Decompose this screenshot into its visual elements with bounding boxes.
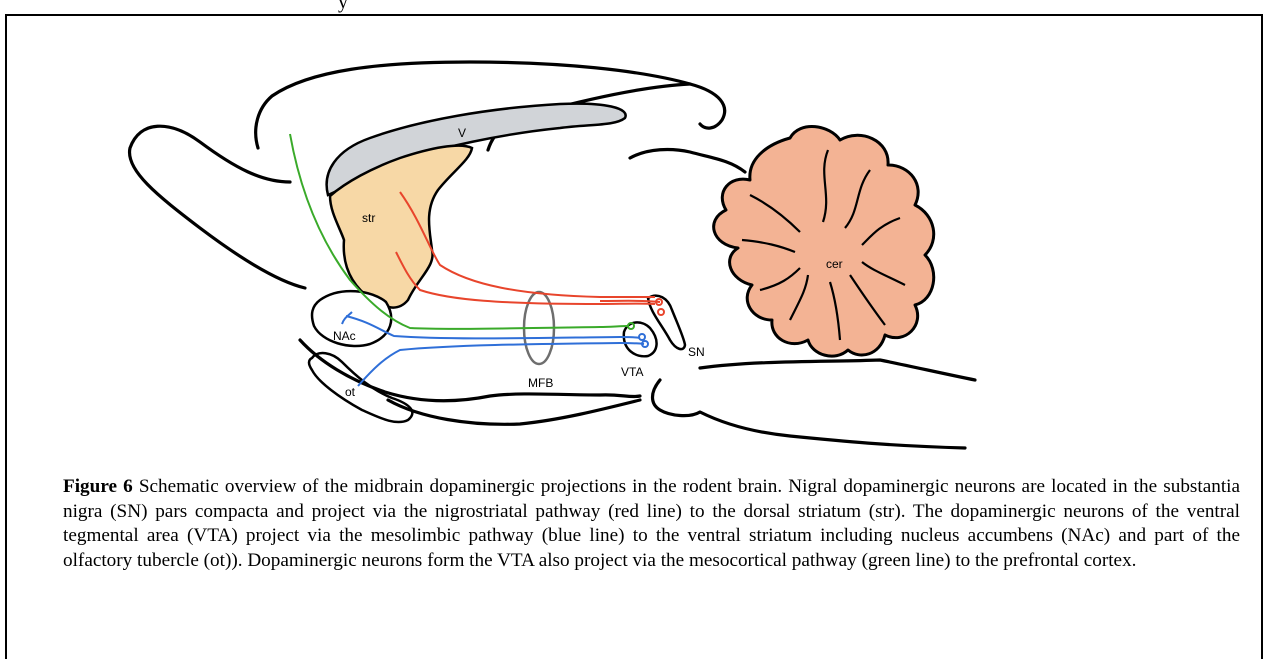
- sn-label: SN: [688, 345, 705, 359]
- nigrostriatal-pathway: [396, 192, 664, 315]
- caption-label: Figure 6: [63, 476, 133, 497]
- cerebellum: cer: [714, 126, 934, 356]
- basal-outline: [388, 400, 640, 424]
- striatum-label: str: [362, 211, 375, 225]
- vta-label: VTA: [621, 365, 643, 379]
- tectum-outline: [630, 150, 745, 172]
- nigrostriatal-line-1: [400, 192, 655, 297]
- ventral-brainstem-outline: [700, 360, 975, 380]
- mfb-label: MFB: [528, 376, 553, 390]
- mesolimbic-line-ot: [358, 343, 644, 386]
- brain-diagram: cer V str NAc ot VTA SN MFB: [0, 0, 1267, 470]
- caption-text: Schematic overview of the midbrain dopam…: [63, 476, 1240, 571]
- nigrostriatal-line-3: [600, 301, 660, 302]
- cerebellum-label: cer: [826, 257, 843, 271]
- olfactory-bulb-outline: [129, 126, 305, 288]
- figure-caption: Figure 6 Schematic overview of the midbr…: [63, 475, 1240, 574]
- ventricle-label: V: [458, 126, 466, 140]
- nac-label: NAc: [333, 329, 356, 343]
- ot-label: ot: [345, 385, 356, 399]
- ventral-midbrain-outline: [653, 380, 966, 448]
